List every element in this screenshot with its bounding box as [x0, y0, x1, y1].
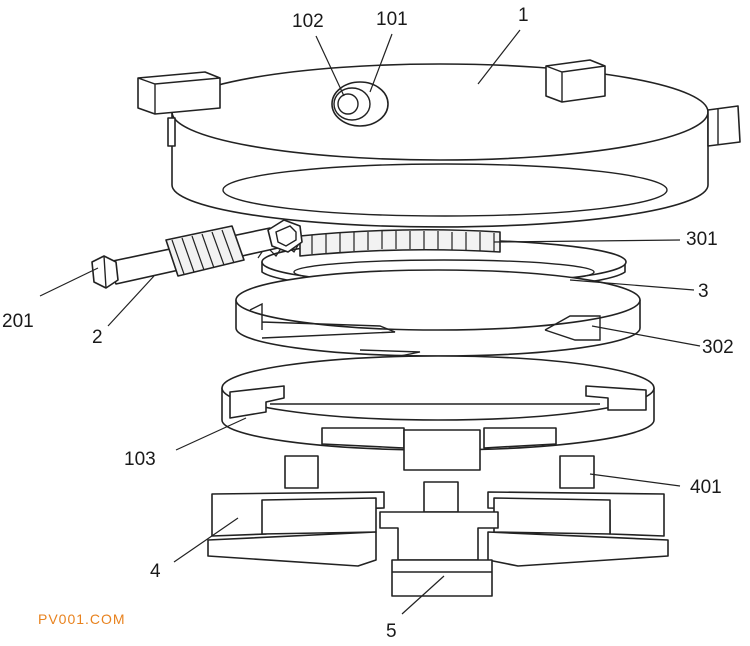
label-3: 3: [698, 281, 709, 302]
lower-housing-ring: [221, 355, 655, 471]
label-103: 103: [124, 449, 156, 470]
label-401: 401: [690, 477, 722, 498]
label-302: 302: [702, 337, 734, 358]
label-5: 5: [386, 621, 397, 642]
label-4: 4: [150, 561, 161, 582]
label-201: 201: [2, 311, 34, 332]
label-2: 2: [92, 327, 103, 348]
label-102: 102: [292, 11, 324, 32]
watermark: PV001.COM: [38, 611, 126, 627]
slotted-plate: [235, 269, 641, 357]
worm-shaft: [91, 219, 303, 289]
top-housing: [137, 59, 741, 228]
label-301: 301: [686, 229, 718, 250]
clamp-jaws: [207, 455, 669, 597]
label-1: 1: [518, 5, 529, 26]
leader-lines: [39, 29, 701, 615]
label-101: 101: [376, 9, 408, 30]
